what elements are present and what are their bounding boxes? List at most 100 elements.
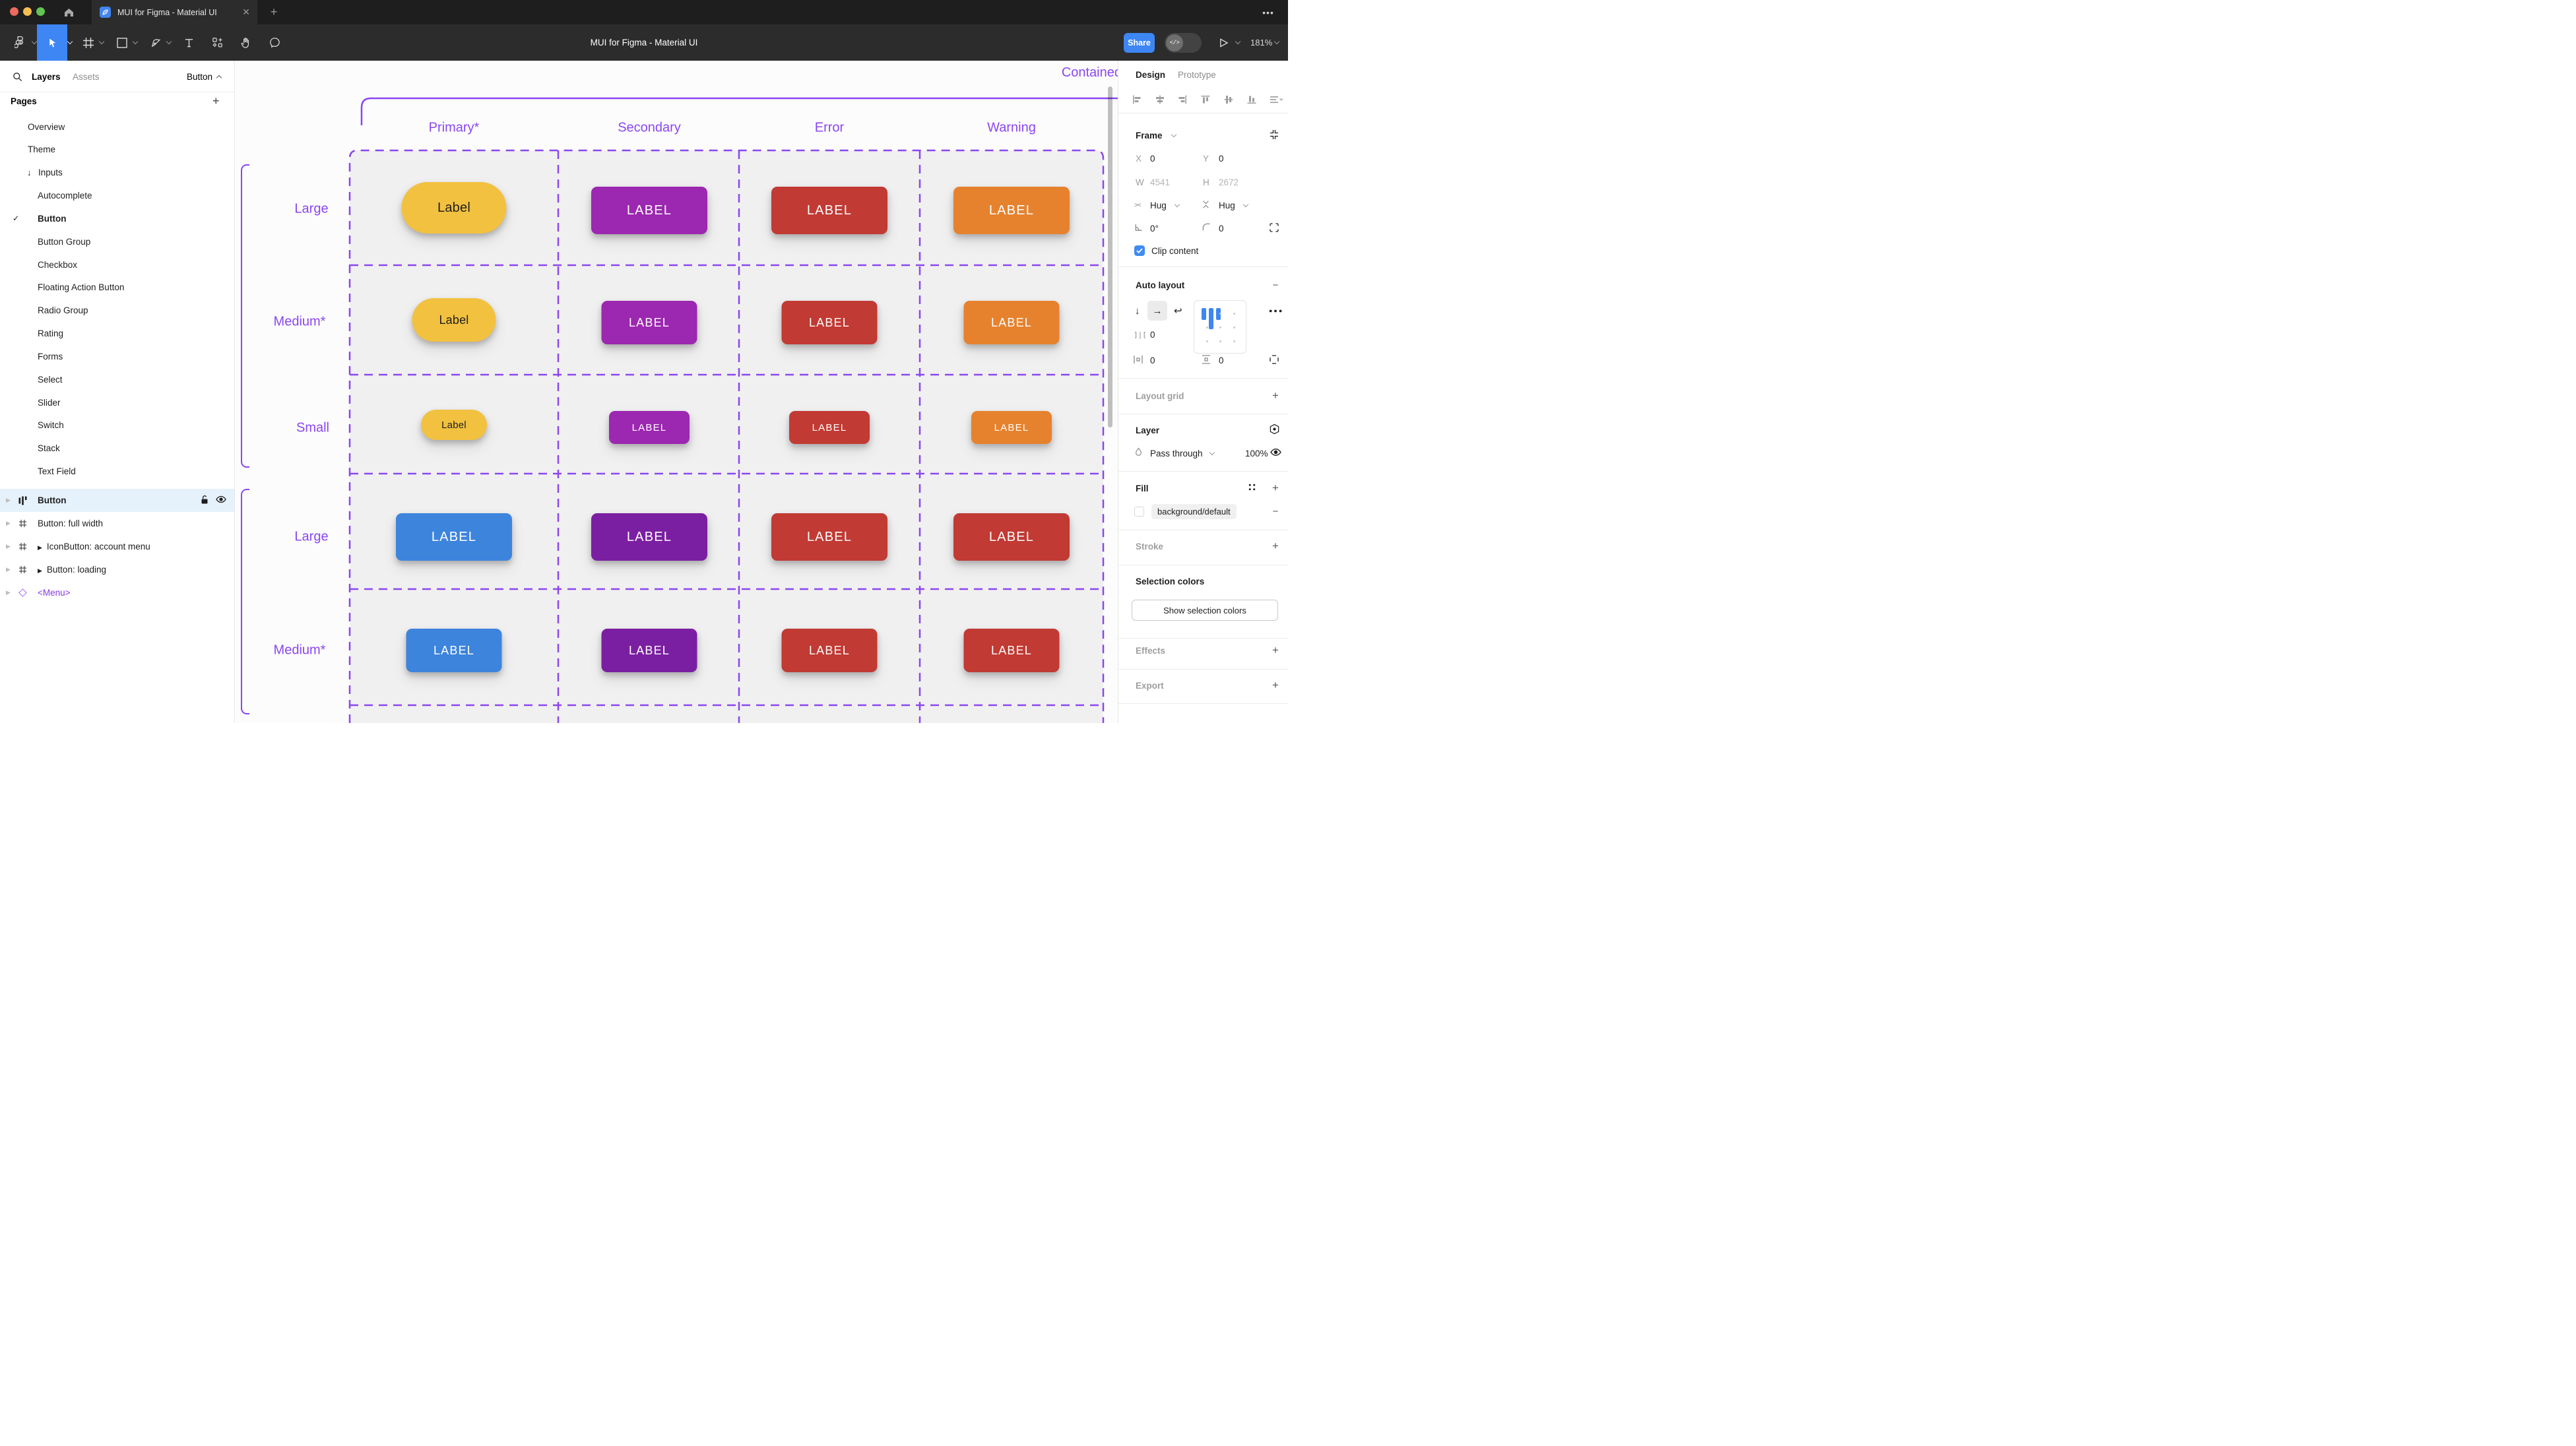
show-selection-colors-button[interactable]: Show selection colors: [1132, 600, 1278, 621]
visibility-eye-icon[interactable]: [216, 495, 226, 505]
file-tab[interactable]: MUI for Figma - Material UI: [92, 0, 257, 24]
hand-tool-icon[interactable]: [238, 24, 253, 61]
align-bottom-icon[interactable]: [1246, 94, 1257, 107]
align-top-icon[interactable]: [1200, 94, 1211, 107]
add-page-icon[interactable]: +: [212, 94, 220, 108]
add-layout-grid-icon[interactable]: +: [1272, 389, 1279, 402]
frame-title[interactable]: Contained: [1061, 65, 1118, 80]
align-h-center-icon[interactable]: [1155, 94, 1165, 107]
maximize-window-button[interactable]: [36, 7, 45, 16]
opacity-input[interactable]: 100%: [1245, 448, 1268, 458]
collapse-frame-icon[interactable]: [1269, 129, 1279, 142]
canvas-button[interactable]: LABEL: [771, 513, 887, 561]
y-input[interactable]: 0: [1219, 153, 1224, 164]
blend-mode-select[interactable]: Pass through: [1150, 448, 1203, 458]
dev-mode-toggle[interactable]: </>: [1165, 33, 1202, 53]
page-item-stack[interactable]: Stack: [0, 437, 234, 460]
tab-prototype[interactable]: Prototype: [1178, 69, 1216, 80]
resources-tool-icon[interactable]: [209, 24, 225, 61]
comment-tool-icon[interactable]: [267, 24, 282, 61]
tab-design[interactable]: Design: [1136, 69, 1166, 80]
canvas-button[interactable]: LABEL: [601, 629, 697, 672]
canvas-button[interactable]: LABEL: [591, 187, 707, 234]
minimize-window-button[interactable]: [23, 7, 32, 16]
tab-layers[interactable]: Layers: [32, 71, 61, 82]
main-menu-icon[interactable]: [8, 24, 30, 61]
canvas-button[interactable]: Label: [412, 298, 496, 342]
page-selector[interactable]: Button: [187, 61, 222, 92]
page-item-text-field[interactable]: Text Field: [0, 460, 234, 483]
present-icon[interactable]: [1215, 24, 1231, 61]
tab-assets[interactable]: Assets: [73, 71, 100, 82]
x-input[interactable]: 0: [1150, 153, 1155, 164]
pen-tool-icon[interactable]: [148, 24, 164, 61]
pen-tool-chevron-icon[interactable]: [164, 24, 172, 61]
disclosure-chevron-icon[interactable]: ▶: [6, 497, 11, 504]
distribute-icon[interactable]: [1269, 94, 1283, 107]
canvas-button[interactable]: LABEL: [406, 629, 502, 672]
direction-down-icon[interactable]: ↓: [1135, 305, 1140, 317]
share-button[interactable]: Share: [1124, 33, 1155, 53]
layer-visibility-eye-icon[interactable]: [1270, 448, 1281, 458]
layer-row-button[interactable]: ▶ Button: [0, 489, 234, 513]
add-effect-icon[interactable]: +: [1272, 644, 1279, 656]
search-icon[interactable]: [13, 61, 22, 92]
independent-padding-icon[interactable]: [1269, 354, 1279, 367]
styles-icon[interactable]: [1248, 483, 1256, 493]
remove-fill-icon[interactable]: −: [1272, 505, 1279, 517]
frame-tool-icon[interactable]: [80, 24, 96, 61]
canvas-scrollbar[interactable]: [1108, 86, 1112, 427]
canvas-button[interactable]: LABEL: [396, 513, 512, 561]
align-left-icon[interactable]: [1132, 94, 1142, 107]
frame-type-label[interactable]: Frame: [1136, 130, 1163, 141]
canvas-button[interactable]: LABEL: [781, 629, 878, 672]
canvas-button[interactable]: LABEL: [781, 301, 878, 344]
canvas-button[interactable]: LABEL: [953, 187, 1070, 234]
home-icon[interactable]: [61, 0, 77, 24]
move-tool-chevron-icon[interactable]: [65, 24, 73, 61]
canvas-button[interactable]: LABEL: [963, 301, 1060, 344]
frame-tool-chevron-icon[interactable]: [96, 24, 105, 61]
gap-input[interactable]: 0: [1150, 329, 1155, 340]
page-item-button-group[interactable]: Button Group: [0, 230, 234, 253]
canvas-button[interactable]: Label: [421, 410, 487, 440]
canvas-button[interactable]: LABEL: [609, 411, 690, 444]
window-more-icon[interactable]: •••: [1262, 7, 1274, 18]
page-item-slider[interactable]: Slider: [0, 391, 234, 414]
disclosure-chevron-icon[interactable]: ▶: [6, 543, 11, 550]
page-item-forms[interactable]: Forms: [0, 345, 234, 368]
text-tool-icon[interactable]: [181, 24, 197, 61]
direction-wrap-icon[interactable]: ↩: [1174, 305, 1182, 317]
horizontal-padding-input[interactable]: 0: [1150, 355, 1155, 365]
layer-row-iconbutton-account-menu[interactable]: ▶ ▶IconButton: account menu: [0, 535, 234, 558]
close-tab-icon[interactable]: ✕: [242, 7, 250, 17]
add-fill-icon[interactable]: +: [1272, 482, 1279, 494]
h-input[interactable]: 2672: [1219, 177, 1239, 187]
hug-vertical-select[interactable]: Hug: [1219, 200, 1235, 210]
disclosure-chevron-icon[interactable]: ▶: [6, 520, 11, 527]
layer-row-button-full-width[interactable]: ▶ Button: full width: [0, 512, 234, 535]
page-item-floating-action-button[interactable]: Floating Action Button: [0, 276, 234, 299]
close-window-button[interactable]: [10, 7, 18, 16]
canvas-button[interactable]: LABEL: [789, 411, 870, 444]
page-item-autocomplete[interactable]: Autocomplete: [0, 184, 234, 207]
clip-content-checkbox[interactable]: [1134, 245, 1145, 256]
disclosure-chevron-icon[interactable]: ▶: [6, 565, 11, 573]
move-tool-button[interactable]: [37, 24, 67, 61]
add-stroke-icon[interactable]: +: [1272, 540, 1279, 552]
shape-tool-chevron-icon[interactable]: [130, 24, 139, 61]
page-item-button[interactable]: ✓ Button: [0, 207, 234, 230]
unlock-icon[interactable]: [200, 495, 209, 507]
layer-row-menu[interactable]: ▶ <Menu>: [0, 581, 234, 604]
blend-mode-icon[interactable]: [1269, 424, 1280, 437]
auto-layout-more-icon[interactable]: ●●●: [1269, 307, 1284, 314]
add-export-icon[interactable]: +: [1272, 679, 1279, 691]
hug-horizontal-select[interactable]: Hug: [1150, 200, 1167, 210]
fill-color-swatch[interactable]: [1134, 506, 1144, 517]
new-tab-icon[interactable]: +: [270, 5, 278, 18]
fill-token-chip[interactable]: background/default: [1151, 503, 1237, 519]
canvas-button[interactable]: LABEL: [771, 187, 887, 234]
frame-type-chevron-icon[interactable]: [1171, 131, 1177, 137]
page-item-checkbox[interactable]: Checkbox: [0, 253, 234, 276]
page-item-inputs[interactable]: ↓ Inputs: [0, 161, 234, 184]
